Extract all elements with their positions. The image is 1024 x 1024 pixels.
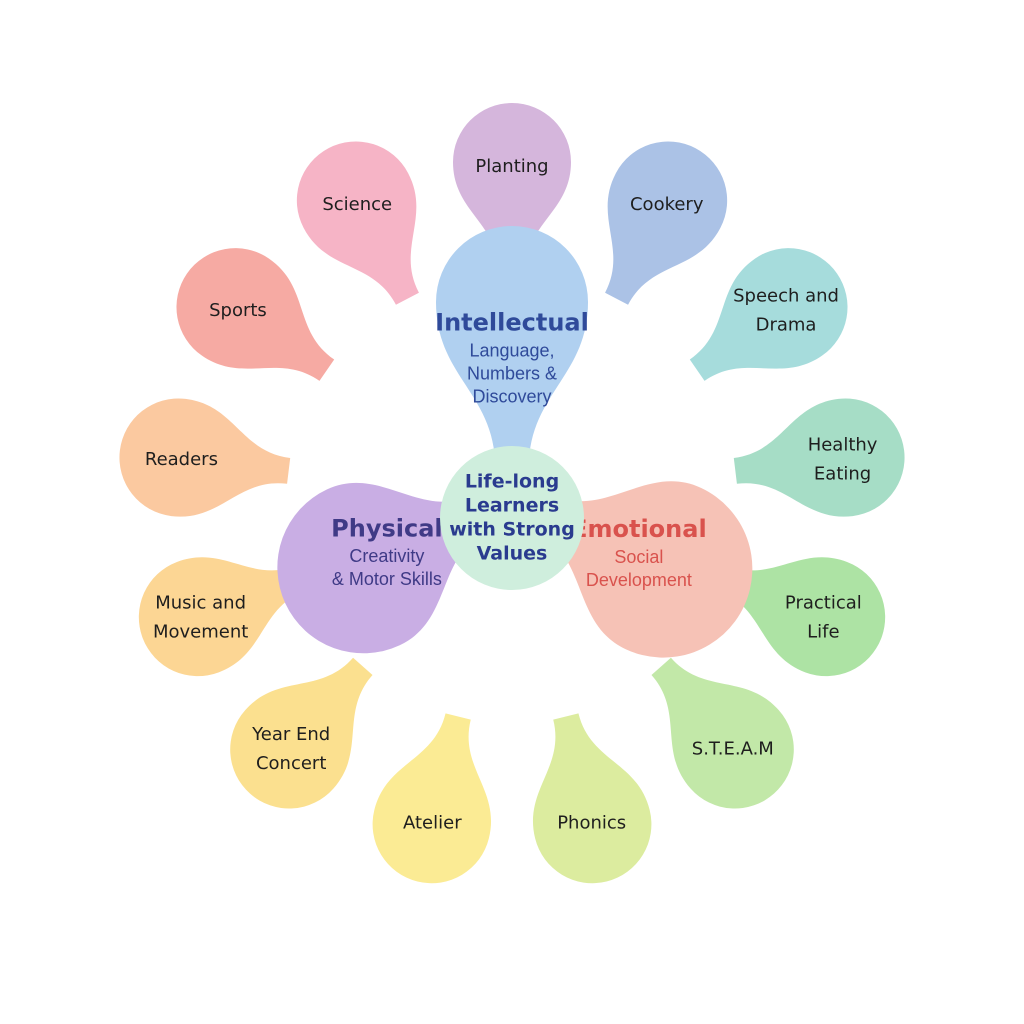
petal-shape [651, 657, 794, 809]
category-subtitle: Creativity [349, 546, 424, 566]
petal-shape [138, 557, 307, 677]
category-lobe [436, 226, 588, 468]
petal-shape [296, 141, 419, 305]
petal-label: Drama [756, 314, 817, 335]
petal-label: Music and [155, 593, 246, 614]
petal-shape [733, 398, 905, 517]
petal-cookery: Cookery [605, 141, 728, 305]
petal-s-t-e-a-m: S.T.E.A.M [651, 657, 794, 809]
petal-phonics: Phonics [533, 713, 652, 884]
petal-label: Science [322, 194, 392, 215]
petal-label: Cookery [630, 194, 704, 215]
petal-shape [453, 103, 571, 273]
center-label: with Strong [449, 519, 575, 541]
petal-planting: Planting [453, 103, 571, 273]
category-lobe [277, 482, 490, 654]
petal-label: Phonics [557, 812, 626, 833]
petal-label: Planting [475, 156, 548, 177]
petal-science: Science [296, 141, 419, 305]
petal-label: S.T.E.A.M [692, 738, 774, 759]
petal-label: Speech and [733, 285, 839, 306]
category-subtitle: & Motor Skills [332, 569, 442, 589]
petal-label: Healthy [808, 434, 878, 455]
petal-label: Practical [785, 593, 862, 614]
category-title: Physical [331, 514, 442, 542]
petal-label: Readers [145, 449, 218, 470]
petal-shape [533, 713, 652, 884]
category-subtitle: Development [586, 570, 692, 590]
petal-label: Sports [209, 300, 267, 321]
petal-label: Concert [256, 753, 326, 774]
petal-label: Eating [814, 463, 871, 484]
petal-readers: Readers [119, 398, 291, 517]
petal-shape [605, 141, 728, 305]
category-subtitle: Language, [469, 340, 554, 360]
center-label: Learners [465, 495, 559, 517]
petal-shape [689, 248, 848, 381]
category-lobe [534, 481, 753, 658]
category-subtitle: Discovery [472, 386, 551, 406]
petal-shape [230, 657, 373, 809]
petal-shape [176, 248, 335, 381]
petal-label: Movement [153, 622, 248, 643]
category-title: Emotional [571, 515, 707, 543]
petal-shape [717, 557, 886, 677]
center-label: Values [477, 543, 548, 565]
category-subtitle: Social [614, 547, 663, 567]
center-label: Life-long [465, 471, 559, 493]
petal-shape [372, 713, 491, 884]
petal-label: Life [807, 622, 839, 643]
category-subtitle: Numbers & [467, 363, 557, 383]
petal-shape [119, 398, 291, 517]
petal-label: Atelier [403, 812, 462, 833]
petal-sports: Sports [176, 248, 335, 381]
petal-label: Year End [251, 724, 330, 745]
category-title: Intellectual [435, 309, 589, 337]
center-circle [440, 446, 584, 590]
petal-atelier: Atelier [372, 713, 491, 884]
